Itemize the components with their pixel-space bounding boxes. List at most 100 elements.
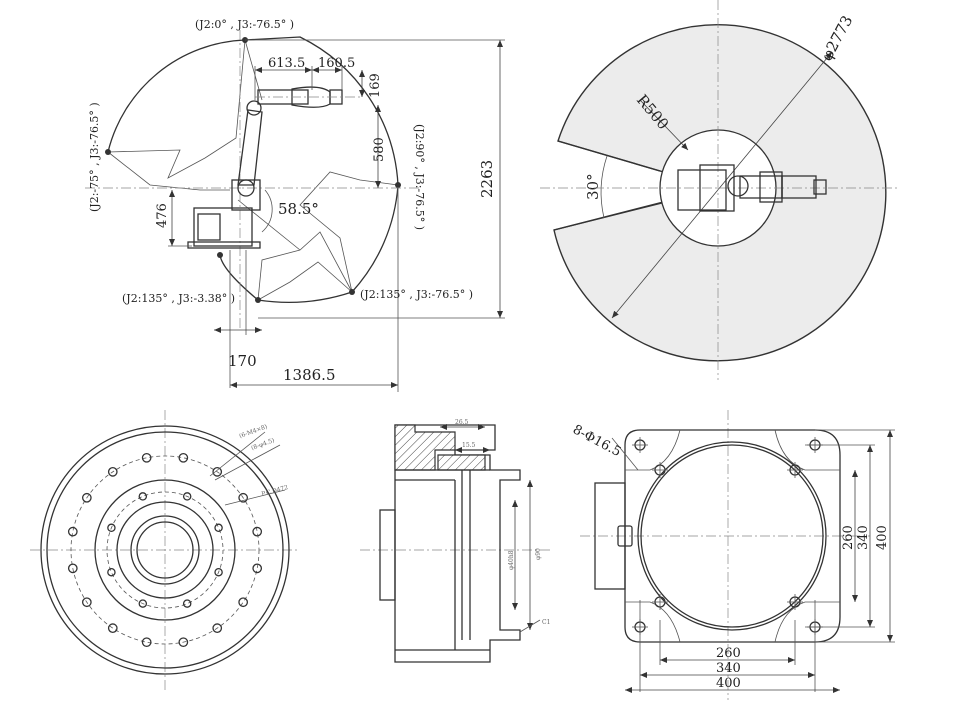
flange-outer-bolt-hole [238, 492, 249, 503]
flange-outer-bolt-hole [252, 563, 263, 574]
flange-leader-3 [224, 489, 286, 506]
plate-dim-400-h-label: 400 [716, 676, 741, 691]
robot-upper-arm [237, 109, 263, 186]
dim-160-5-label: 160.5 [318, 56, 355, 71]
dim-170-label: 170 [228, 352, 257, 370]
top-robot-waist [699, 164, 735, 212]
plate-dim-340-v-label: 340 [856, 525, 871, 550]
flange-outer-bolt-hole [81, 492, 92, 503]
top-angle-arc [600, 155, 608, 219]
flange-outer-bolt-hole [141, 452, 152, 463]
dim-1386-5-label: 1386.5 [283, 366, 336, 384]
plate-connector [617, 525, 633, 547]
section-dim-15-label: 15.5 [462, 442, 476, 449]
flange-inner-bolt-hole [107, 567, 116, 577]
flange-mid-2 [116, 501, 214, 599]
top-angle-30-label: 30° [584, 173, 602, 200]
section-dim-bore-label: φ40h8 [508, 550, 515, 570]
side-inner-envelope-4 [107, 151, 230, 191]
flange-bolt-holes [67, 452, 263, 648]
flange-front-view: (6-M4×8) (8-φ4.5) P.C.D472 [30, 410, 300, 690]
angle-58-5-label: 58.5° [278, 200, 319, 218]
plate-notch-tl [625, 429, 681, 471]
flange-outer-bolt-hole [252, 526, 263, 537]
top-robot-joint [727, 175, 749, 197]
section-dim-90-label: φ90 [535, 548, 542, 560]
flange-leader-2 [214, 444, 281, 481]
flange-pcd-label-1: (6-M4×8) [238, 423, 268, 440]
plate-dim-340-h-label: 340 [716, 661, 741, 676]
robot-base-plate [187, 241, 261, 249]
dim-476-label: 476 [155, 203, 170, 228]
robot-base-box [197, 213, 221, 241]
flange-inner-bolt-hole [214, 523, 223, 533]
flange-outer-2 [46, 431, 284, 669]
plate-notch-bl [625, 601, 681, 643]
section-hatch-mid [437, 454, 486, 471]
pose-right-label: (J2:90° , J3:-76.5° ) [413, 124, 426, 230]
flange-inner-bolt-hole [107, 523, 116, 533]
dim-580-label: 580 [372, 137, 387, 162]
top-view: 30° R500 φ2773 [540, 0, 900, 380]
robot-shoulder [237, 179, 255, 197]
flange-section-view: 26.5 15.5 φ40h8 φ90 C1 [360, 419, 550, 663]
flange-outer-bolt-hole [141, 637, 152, 648]
flange-inner-bolt-hole [138, 492, 148, 501]
side-pose-point-base [217, 252, 223, 258]
flange-outer-bolt-hole [178, 637, 189, 648]
plate-notch-br [774, 601, 840, 643]
section-chamfer-label: C1 [542, 619, 550, 626]
flange-mid-1 [94, 479, 236, 621]
flange-bore-1 [130, 515, 200, 585]
side-inner-envelope [107, 39, 263, 179]
plate-dim-400-v-label: 400 [875, 525, 890, 550]
side-angle-arc [261, 189, 273, 233]
section-left-boss [379, 509, 396, 601]
side-pose-point-bl [255, 297, 261, 303]
top-robot-base [677, 169, 727, 211]
side-pose-point-right [395, 182, 401, 188]
base-plate-view: 8-Φ16.5 260 340 400 260 340 400 [570, 410, 895, 700]
plate-dim-260-h-label: 260 [716, 646, 741, 661]
flange-outer-bolt-hole [107, 623, 118, 634]
plate-dim-260-v-label: 260 [841, 525, 856, 550]
top-robot-wrist [781, 175, 817, 199]
flange-outer-bolt-hole [238, 597, 249, 608]
side-pose-point-left [105, 149, 111, 155]
flange-inner-bolt-hole [214, 567, 223, 577]
plate-big-circle-inner [640, 444, 824, 628]
flange-outer-bolt-hole [212, 466, 223, 477]
flange-pcd-outer [70, 455, 260, 645]
dim-169-label: 169 [368, 73, 383, 98]
flange-leader-1 [209, 431, 266, 477]
flange-outer-bolt-hole [212, 623, 223, 634]
robot-elbow [246, 100, 262, 116]
section-chamfer-leader [519, 619, 541, 633]
plate-big-circle [637, 441, 827, 631]
flange-inner-bolt-hole [138, 599, 148, 608]
flange-inner-bolt-hole [182, 599, 192, 608]
flange-outer-bolt-hole [67, 526, 78, 537]
flange-outer-bolt-hole [81, 597, 92, 608]
dim-613-5-label: 613.5 [268, 56, 305, 71]
flange-outer-bolt-hole [107, 466, 118, 477]
robot-base [193, 207, 253, 247]
pose-bottom-right-label: (J2:135° , J3:-76.5° ) [360, 288, 473, 301]
flange-bore-2 [136, 521, 194, 579]
side-view: 613.5 160.5 169 580 2263 476 58.5° 170 1… [85, 18, 505, 392]
flange-inner-bolt-hole [182, 492, 192, 501]
flange-outer-bolt-hole [178, 452, 189, 463]
top-diameter-line [611, 51, 833, 319]
plate-notch-tr [774, 429, 840, 471]
side-pose-point-br [349, 289, 355, 295]
pose-left-label: (J2:-75° , J3:-76.5° ) [88, 102, 101, 212]
dim-2263-label: 2263 [478, 160, 496, 198]
plate-holes-leader [611, 437, 639, 471]
flange-pcd-inner [106, 491, 224, 609]
plate-holes-label: 8-Φ16.5 [570, 422, 623, 460]
top-diameter-label: φ2773 [818, 12, 857, 63]
section-dim-26-label: 26.5 [455, 419, 469, 426]
top-robot-tool [813, 179, 827, 195]
